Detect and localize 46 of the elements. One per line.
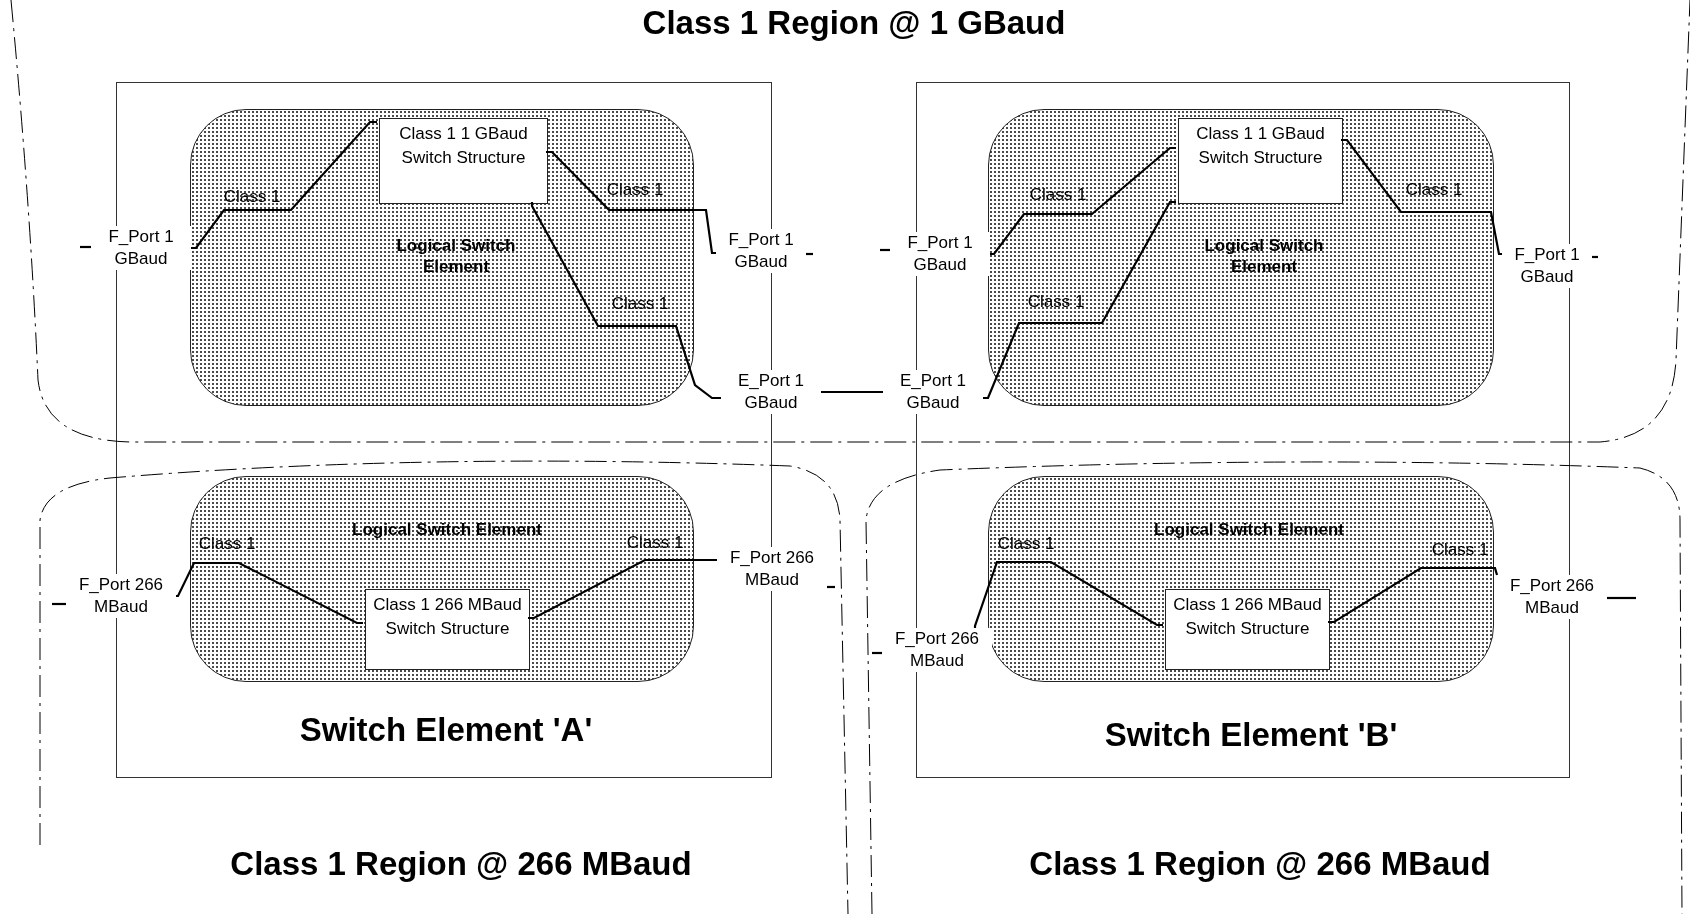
panel-title: Logical Switch Element xyxy=(395,235,517,277)
edge-label: Class 1 xyxy=(1405,180,1463,200)
switch-element-title: Switch Element 'A' xyxy=(299,711,593,749)
region-label: Class 1 Region @ 266 MBaud xyxy=(1029,845,1491,883)
edge-label: Class 1 xyxy=(611,294,669,314)
connector-line xyxy=(528,558,717,620)
switch-element-title: Switch Element 'B' xyxy=(1104,716,1398,754)
edge-label: Class 1 xyxy=(626,533,684,553)
link-stub xyxy=(52,602,66,606)
edge-label: Class 1 xyxy=(198,534,256,554)
switch-structure-box: Class 1 1 GBaud Switch Structure xyxy=(379,118,548,204)
edge-label: Class 1 xyxy=(997,534,1055,554)
connector-line xyxy=(983,200,1176,400)
panel-title: Logical Switch Element xyxy=(1154,519,1344,540)
edge-label: Class 1 xyxy=(1027,292,1085,312)
connector-line xyxy=(973,560,1163,629)
link-stub xyxy=(1607,596,1636,600)
switch-structure-box: Class 1 266 MBaud Switch Structure xyxy=(1165,589,1330,670)
link-stub xyxy=(827,585,835,589)
connector-line xyxy=(191,120,377,250)
connector-line xyxy=(530,202,721,400)
logical-switch-panel xyxy=(988,476,1494,682)
logical-switch-panel xyxy=(988,109,1494,406)
link-stub xyxy=(880,248,890,252)
switch-structure-box: Class 1 266 MBaud Switch Structure xyxy=(365,589,530,670)
edge-label: Class 1 xyxy=(1029,185,1087,205)
panel-title: Logical Switch Element xyxy=(1203,235,1325,277)
connector-line xyxy=(990,146,1176,256)
connector-line xyxy=(1328,566,1499,624)
link-stub xyxy=(1592,255,1598,259)
connector-line xyxy=(546,150,716,255)
connector-line xyxy=(821,390,883,394)
edge-label: Class 1 xyxy=(606,180,664,200)
link-stub xyxy=(80,245,91,249)
logical-switch-panel xyxy=(190,476,694,682)
connector-line xyxy=(1341,138,1502,256)
connector-line xyxy=(175,561,363,625)
edge-label: Class 1 xyxy=(1431,540,1489,560)
link-stub xyxy=(806,252,813,256)
panel-title: Logical Switch Element xyxy=(352,519,542,540)
edge-label: Class 1 xyxy=(223,187,281,207)
region-label: Class 1 Region @ 266 MBaud xyxy=(230,845,692,883)
switch-structure-box: Class 1 1 GBaud Switch Structure xyxy=(1178,118,1343,204)
logical-switch-panel xyxy=(190,109,694,406)
diagram-title: Class 1 Region @ 1 GBaud xyxy=(642,4,1066,42)
link-stub xyxy=(872,651,882,655)
